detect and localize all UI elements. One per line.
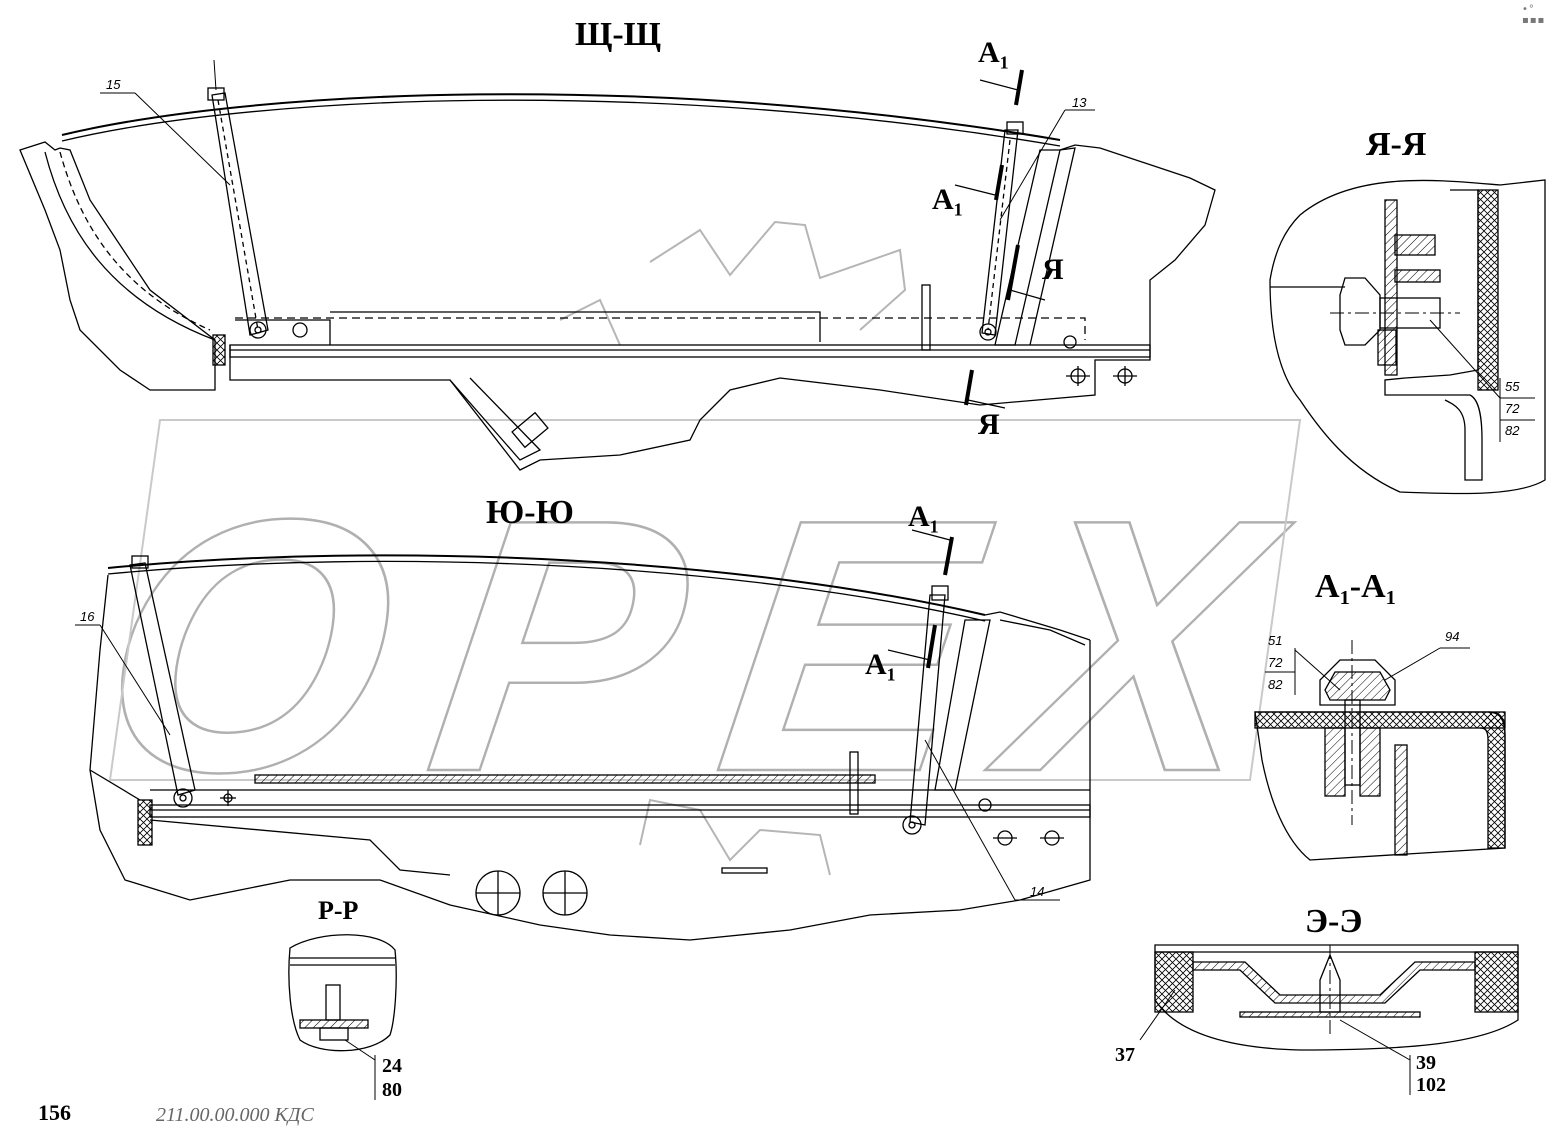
- a1-sub-1: 1: [1339, 587, 1350, 610]
- section-title-er: Р-Р: [318, 896, 359, 925]
- callout-16: 16: [80, 609, 95, 624]
- detail-ya-drawing: [1269, 179, 1546, 495]
- callout-55: 55: [1505, 379, 1520, 394]
- section-title-e: Э-Э: [1305, 903, 1363, 940]
- callout-37: 37: [1115, 1044, 1135, 1066]
- callout-80: 80: [382, 1079, 402, 1101]
- callout-72: 72: [1505, 401, 1520, 416]
- page-number: 156: [38, 1100, 71, 1125]
- svg-text:OPEX: OPEX: [81, 444, 1306, 847]
- section-title-yu: Ю-Ю: [486, 494, 574, 531]
- detail-er-drawing: [288, 934, 397, 1100]
- section-title-a1: A1-A1: [1315, 568, 1396, 610]
- callout-14: 14: [1030, 884, 1045, 899]
- marker-a1-mid: A1: [932, 183, 963, 220]
- callout-102: 102: [1416, 1074, 1446, 1096]
- callout-94: 94: [1445, 629, 1460, 644]
- detail-a1-drawing: [1254, 640, 1506, 861]
- callout-24: 24: [382, 1055, 402, 1077]
- callout-82b: 82: [1268, 677, 1283, 692]
- a1-base-1: A: [1315, 568, 1340, 605]
- corner-mark: •° ▪▪▪: [1522, 4, 1546, 26]
- section-title-ya: Я-Я: [1366, 126, 1427, 163]
- section-shch-drawing: [19, 59, 1216, 471]
- watermark-letters: OPEX: [80, 442, 1308, 848]
- callout-82: 82: [1505, 423, 1520, 438]
- marker-ya-lower: Я: [978, 408, 1000, 441]
- marker-a1-yu-low: A1: [865, 648, 896, 685]
- section-yu-drawing: [75, 529, 1091, 941]
- section-title-shch: Щ-Щ: [575, 16, 661, 53]
- marker-a1-yu-top: A1: [908, 500, 939, 537]
- callout-15: 15: [106, 77, 121, 92]
- a1-base-2: A: [1361, 568, 1386, 605]
- marker-a1-top: A1: [978, 36, 1009, 73]
- callout-72b: 72: [1268, 655, 1283, 670]
- callout-39: 39: [1416, 1052, 1436, 1074]
- document-code: 211.00.00.000 КДС: [156, 1104, 314, 1126]
- detail-e-drawing: [1139, 944, 1519, 1095]
- callout-13: 13: [1072, 95, 1087, 110]
- marker-ya-upper: Я: [1042, 253, 1064, 286]
- a1-sub-2: 1: [1385, 587, 1396, 610]
- callout-51: 51: [1268, 633, 1283, 648]
